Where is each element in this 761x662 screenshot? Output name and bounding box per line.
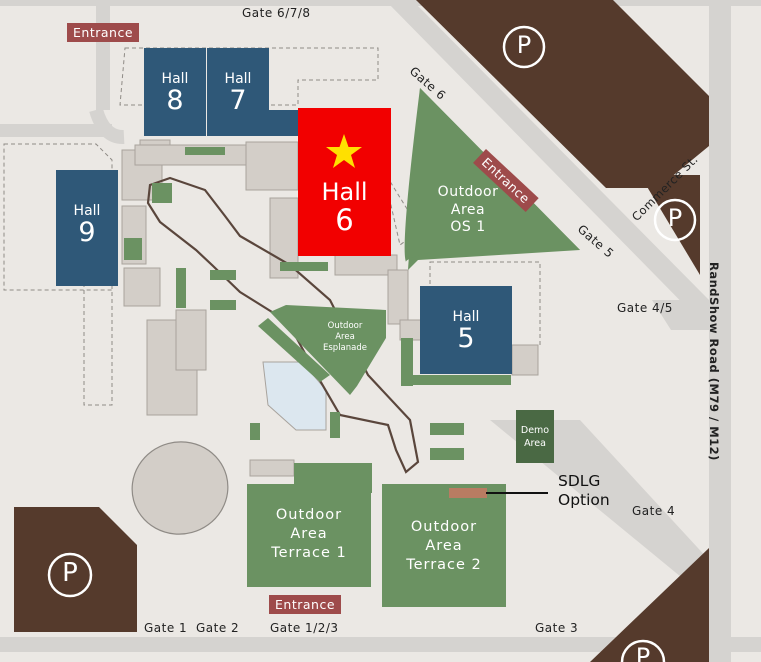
walking-path <box>146 176 420 474</box>
hall-6-title: Hall <box>321 178 368 206</box>
entrance-top[interactable]: Entrance <box>67 23 140 42</box>
outdoor-os1-label[interactable]: Outdoor Area OS 1 <box>423 184 513 237</box>
outdoor-esplanade-label[interactable]: Outdoor Area Esplanade <box>312 321 378 354</box>
sdlg-option-label: SDLG Option <box>558 472 610 509</box>
terrace1-line1: Outdoor <box>275 507 343 523</box>
os1-line2: Area <box>450 201 486 218</box>
parking-top <box>416 0 709 188</box>
demo-line2: Area <box>524 437 546 449</box>
sdlg-marker <box>449 488 487 498</box>
terrace2-line1: Outdoor <box>410 519 478 535</box>
hall-8-shape <box>144 48 206 136</box>
outdoor-terrace2-label[interactable]: Outdoor Area Terrace 2 <box>382 518 506 575</box>
hall-7-title: Hall <box>224 71 252 87</box>
road-curve <box>89 107 125 144</box>
gate-2-label: Gate 2 <box>196 621 240 635</box>
parking-label-right[interactable]: P <box>667 204 683 232</box>
outdoor-terrace1-label[interactable]: Outdoor Area Terrace 1 <box>247 506 371 563</box>
hall-8-label[interactable]: Hall 8 <box>144 72 206 115</box>
demo-area-label[interactable]: Demo Area <box>516 425 554 451</box>
terrace2-line3: Terrace 2 <box>406 557 482 574</box>
parking-icon-bottom <box>620 639 666 662</box>
hall-9-label[interactable]: Hall 9 <box>56 204 118 247</box>
area-demo <box>516 410 554 463</box>
os1-line1: Outdoor <box>437 184 499 200</box>
parking-label-top[interactable]: P <box>516 31 532 59</box>
parking-right <box>640 175 700 275</box>
esplanade-line3: Esplanade <box>323 343 367 354</box>
terrace1-line3: Terrace 1 <box>271 545 347 562</box>
area-terrace2 <box>382 484 506 607</box>
hall-9-shape <box>56 170 118 286</box>
hall-5-number: 5 <box>457 322 475 354</box>
parking-signs <box>47 25 697 662</box>
hall-5-title: Hall <box>452 309 480 325</box>
parking-label-bottom[interactable]: P <box>635 643 651 662</box>
star-icon <box>326 134 362 168</box>
gate-3-label: Gate 3 <box>535 621 579 635</box>
demo-line1: Demo <box>520 425 550 436</box>
parking-icon-left <box>47 552 93 598</box>
entrance-bottom[interactable]: Entrance <box>269 595 342 614</box>
parking-icon-right <box>653 198 697 242</box>
terrace1-line2: Area <box>290 526 328 543</box>
esplanade-line2: Area <box>335 332 355 343</box>
hall-6-number: 6 <box>335 203 354 238</box>
parking-bottomright <box>590 548 709 662</box>
parking-label-left[interactable]: P <box>62 558 78 588</box>
hall-5-label[interactable]: Hall 5 <box>420 310 512 353</box>
parking-left <box>14 507 137 632</box>
os1-line3: OS 1 <box>450 219 486 235</box>
hall-6-shape <box>298 108 391 256</box>
sdlg-line1: SDLG <box>558 472 601 490</box>
green-strips <box>124 147 511 460</box>
hall-5-shape <box>420 286 512 374</box>
hall-6-label[interactable]: Hall 6 <box>298 178 391 238</box>
esplanade-area <box>270 305 386 395</box>
gate-1-label: Gate 1 <box>144 621 188 635</box>
randshow-road-label: RandShow Road (M79 / M12) <box>707 262 721 461</box>
hall-9-number: 9 <box>78 216 96 248</box>
parking-icon-top <box>502 25 546 69</box>
sdlg-line2: Option <box>558 490 610 509</box>
gate-45-label: Gate 4/5 <box>617 301 673 315</box>
hall-8-title: Hall <box>161 71 189 87</box>
terrace2-line2: Area <box>425 538 463 555</box>
esplanade-line1: Outdoor <box>327 321 363 331</box>
area-terrace1 <box>247 484 371 587</box>
arena <box>131 441 229 535</box>
hall-7-label[interactable]: Hall 7 <box>207 72 269 115</box>
hall-8-number: 8 <box>166 84 184 116</box>
hall-9-title: Hall <box>73 203 101 219</box>
halls <box>56 48 512 374</box>
hall-7-shape <box>207 48 269 136</box>
hall-7-number: 7 <box>229 84 247 116</box>
gate-123-label: Gate 1/2/3 <box>270 621 339 635</box>
gate-4-label: Gate 4 <box>632 504 676 518</box>
parking-lots <box>14 0 709 662</box>
gate-678-label: Gate 6/7/8 <box>242 6 311 20</box>
